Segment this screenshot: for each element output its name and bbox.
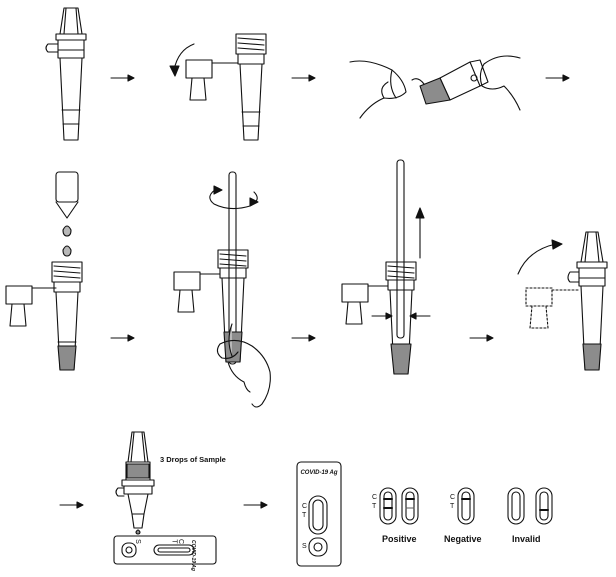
cassette-horizontal: [113, 535, 217, 565]
arrow-right-icon: [243, 501, 268, 509]
step2-remove-cap: [169, 33, 267, 141]
cassette-sample-mark: S: [302, 543, 307, 550]
cassette-test-mark: T: [302, 512, 307, 519]
step3-hands-open-buffer: [349, 55, 521, 119]
result-negative: [457, 487, 475, 525]
step8-add-drops: [113, 431, 217, 565]
result-invalid-label: Invalid: [512, 534, 541, 544]
arrow-right-icon: [469, 334, 494, 342]
arrow-right-icon: [545, 74, 570, 82]
drops-label: 3 Drops of Sample: [160, 455, 226, 464]
cassette-sample-mark: S: [133, 539, 141, 544]
result-control-mark: C: [450, 494, 456, 501]
step4-add-buffer: [5, 171, 83, 371]
step6-remove-swab: [341, 159, 431, 375]
cassette-horizontal-title: COVID-19 Ag: [190, 540, 196, 571]
arrow-right-icon: [110, 334, 135, 342]
result-positive-label: Positive: [382, 534, 417, 544]
arrow-right-icon: [59, 501, 84, 509]
cassette-control-mark: C: [302, 503, 308, 510]
cassette-control-mark: C: [177, 538, 185, 545]
result-positive: [379, 487, 419, 525]
cassette-title: COVID-19 Ag: [300, 470, 338, 476]
arrow-right-icon: [291, 334, 316, 342]
step1-closed-tube: [45, 7, 87, 141]
cassette-vertical: [296, 461, 342, 567]
result-negative-label: Negative: [444, 534, 482, 544]
rotate-arrow-icon: [209, 187, 258, 210]
hand-icon: [216, 339, 271, 408]
curved-arrow-icon: [517, 243, 557, 275]
step5-rotate-swab: [173, 171, 271, 408]
result-test-mark: T: [372, 503, 377, 510]
result-test-mark: T: [450, 503, 455, 510]
arrow-right-icon: [291, 74, 316, 82]
result-invalid: [507, 487, 553, 525]
arrow-right-icon: [110, 74, 135, 82]
result-control-mark: C: [372, 494, 378, 501]
step7-attach-cap: [517, 231, 608, 371]
